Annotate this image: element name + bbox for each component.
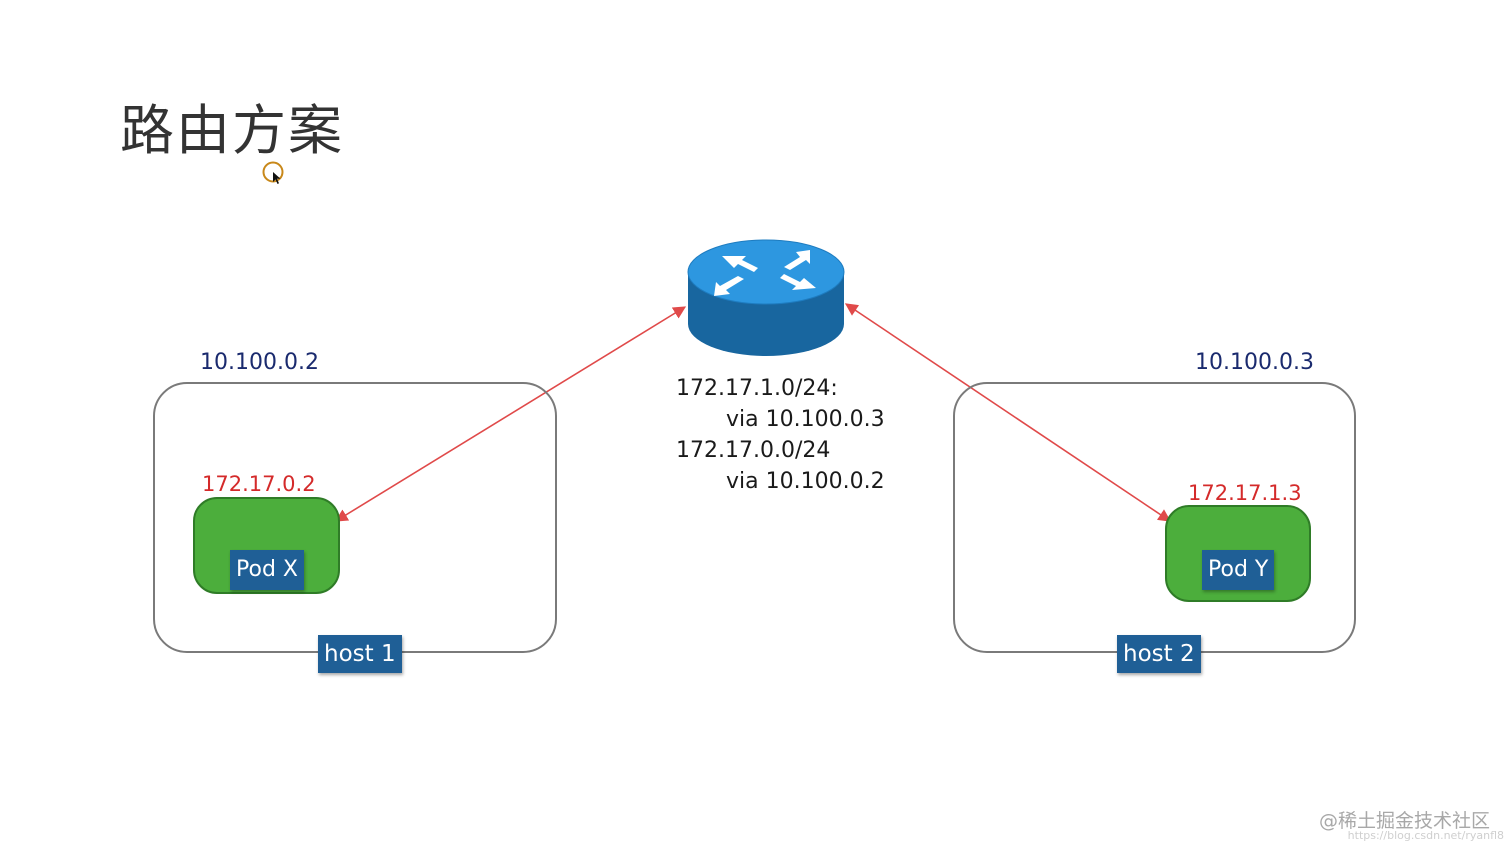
router-icon	[687, 239, 845, 356]
mouse-cursor-icon	[262, 161, 284, 184]
route-line-2: via 10.100.0.3	[726, 407, 885, 432]
pod-y-ip: 172.17.1.3	[1188, 481, 1302, 505]
watermark-url: https://blog.csdn.net/ryanfl8	[1347, 829, 1504, 842]
routing-table: 172.17.1.0/24: via 10.100.0.3 172.17.0.0…	[676, 373, 885, 497]
route-line-3: 172.17.0.0/24	[676, 438, 831, 463]
watermark-site: @稀土掘金技术社区	[1318, 810, 1490, 832]
route-line-1: 172.17.1.0/24:	[676, 376, 838, 401]
link-router-pod-x	[334, 306, 687, 522]
link-router-pod-y	[844, 303, 1172, 522]
page-title: 路由方案	[120, 99, 344, 162]
host-1-label: host 1	[318, 635, 402, 673]
pod-x-label: Pod X	[230, 550, 304, 590]
pod-x-ip: 172.17.0.2	[202, 472, 316, 496]
route-line-4: via 10.100.0.2	[726, 469, 885, 494]
host-2-ip: 10.100.0.3	[1195, 350, 1314, 375]
pod-y-label: Pod Y	[1202, 550, 1275, 590]
host-2-label: host 2	[1117, 635, 1201, 673]
host-1-ip: 10.100.0.2	[200, 350, 319, 375]
